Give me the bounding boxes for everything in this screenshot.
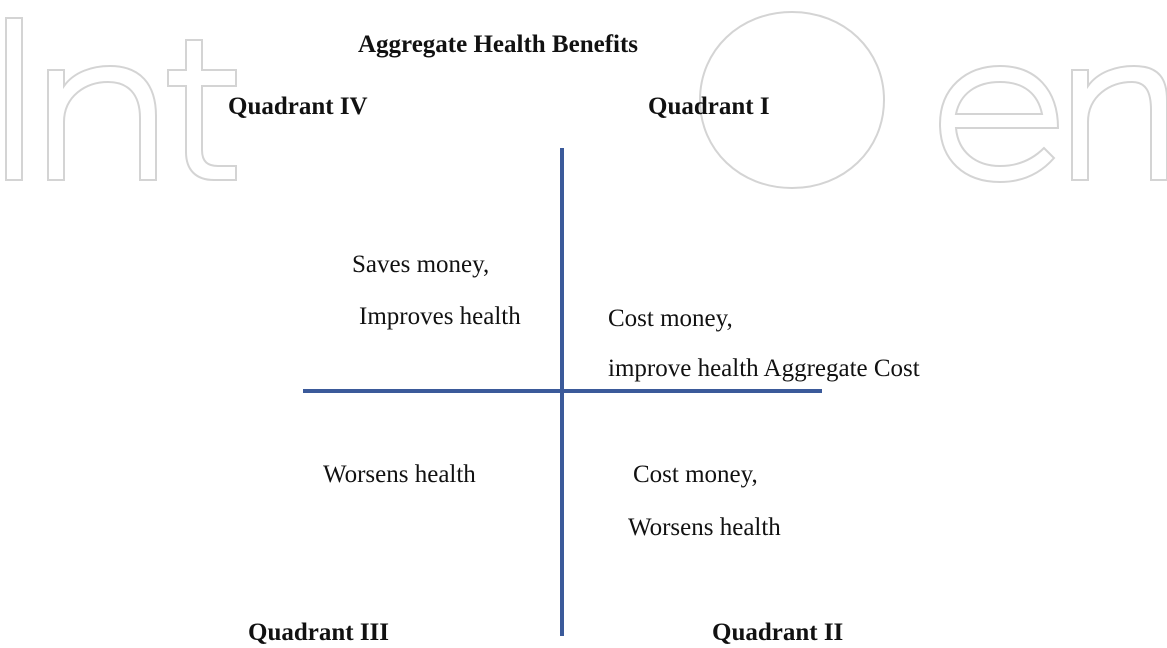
horizontal-axis-line (303, 389, 822, 393)
quadrant-ii-text-line1: Cost money, (633, 461, 758, 488)
diagram-title: Aggregate Health Benefits (358, 31, 639, 58)
quadrant-iv-text-line1: Saves money, (352, 251, 490, 278)
quadrant-i-text-line1: Cost money, (608, 305, 733, 332)
quadrant-iv-label: Quadrant IV (228, 93, 368, 120)
quadrant-ii-label: Quadrant II (712, 619, 844, 646)
quadrant-i-text-line2: improve health Aggregate Cost (608, 355, 920, 382)
quadrant-iii-text-line1: Worsens health (323, 461, 476, 488)
quadrant-iii-label: Quadrant III (248, 619, 390, 646)
quadrant-iv-text-line2: Improves health (359, 303, 521, 330)
quadrant-i-label: Quadrant I (648, 93, 770, 120)
quadrant-ii-text-line2: Worsens health (628, 514, 781, 541)
